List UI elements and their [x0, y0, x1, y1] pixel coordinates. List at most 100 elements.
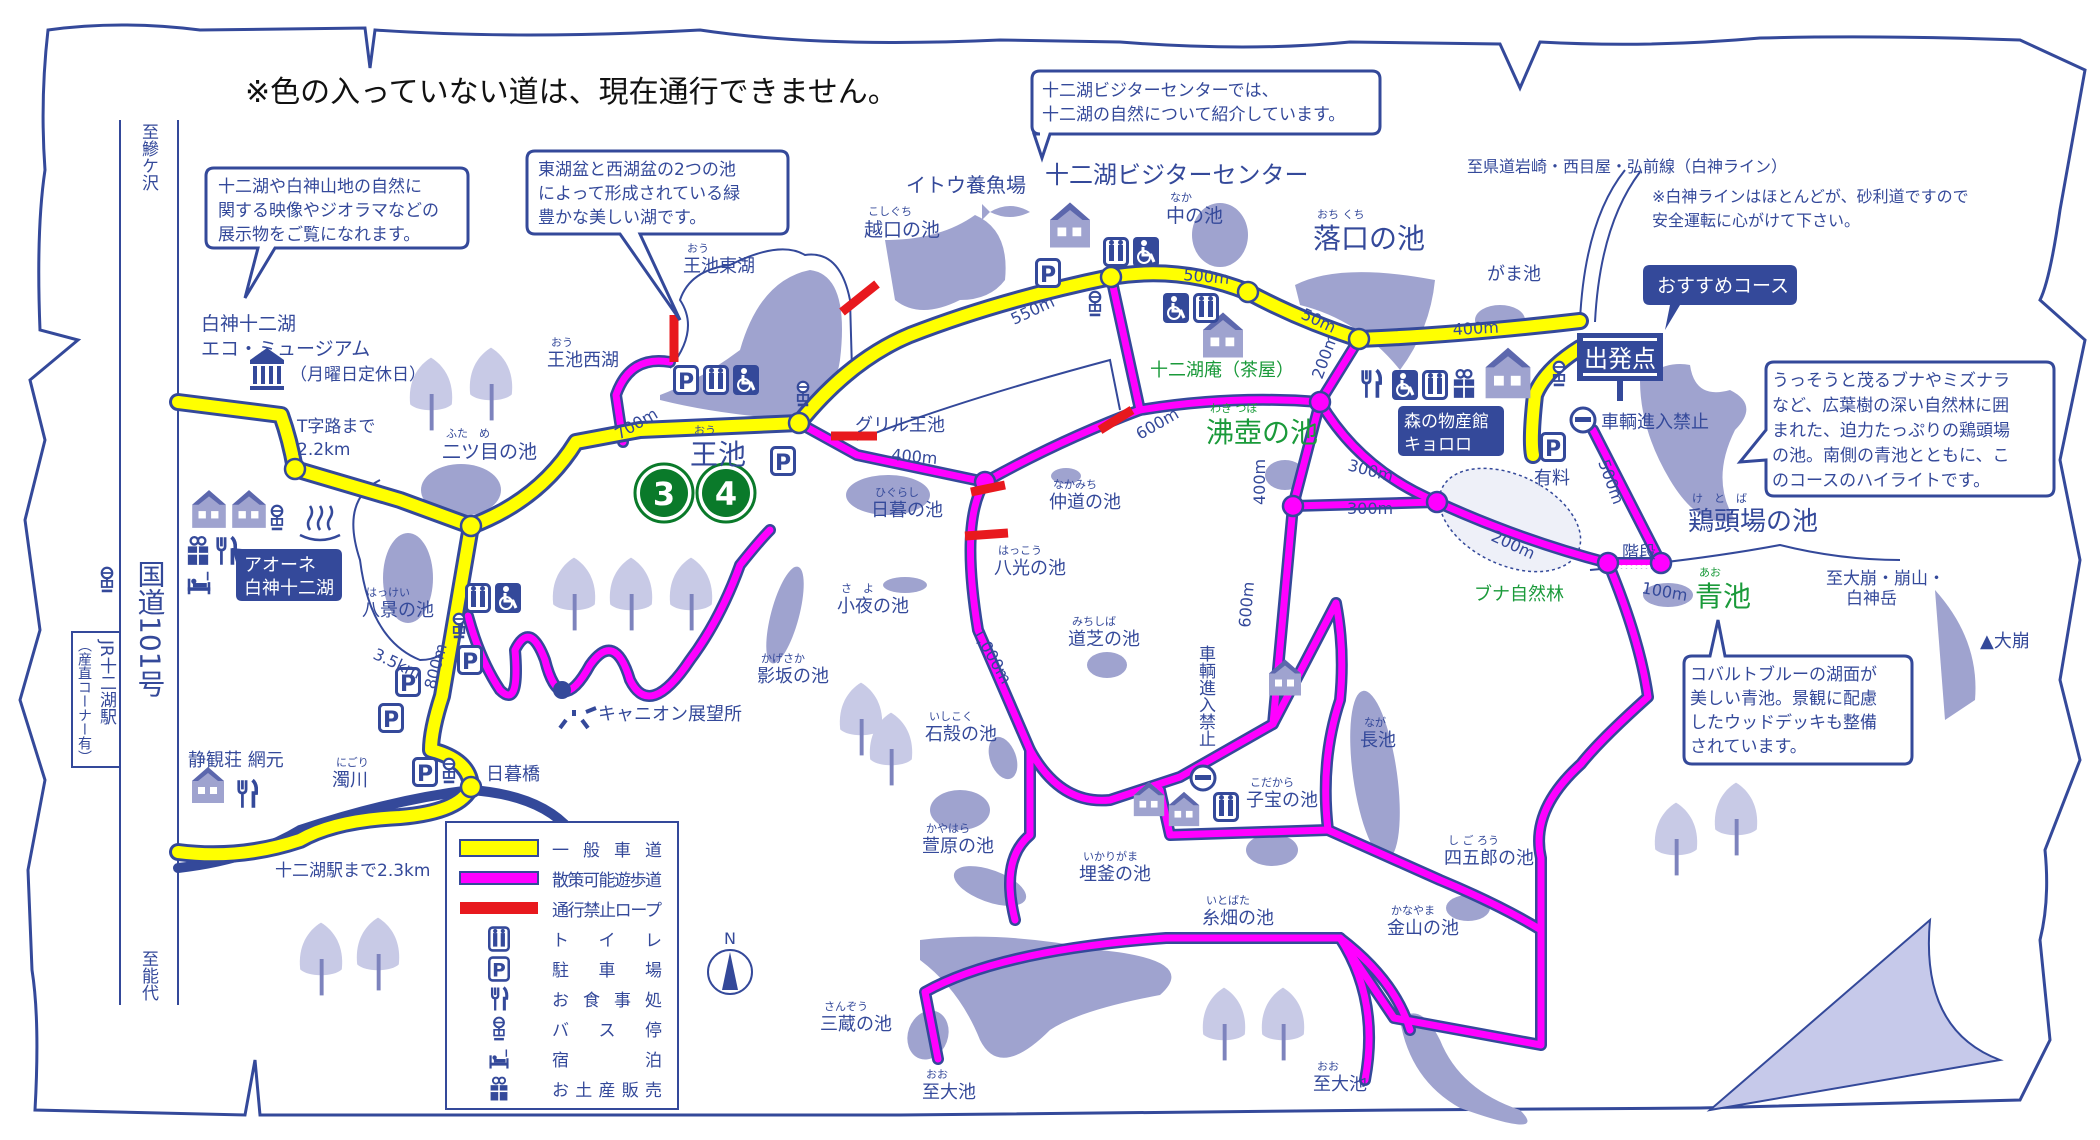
walking-trail — [1156, 599, 1346, 839]
place-label-no-entry: 車輌進入禁止 — [1601, 412, 1709, 433]
badge-4: 4 — [715, 475, 737, 513]
place-label-eco3: （月曜日定休日） — [290, 365, 426, 385]
junction-node — [283, 457, 307, 481]
place-label-nakamichi: 仲道の池 — [1049, 492, 1121, 513]
wheelchair-icon — [495, 583, 521, 613]
place-label-eco2: エコ・ミュージアム — [201, 338, 370, 360]
distance-label: 400m — [1250, 459, 1269, 505]
lake-koshiguchi — [885, 215, 1006, 310]
place-label-kanayama: 金山の池 — [1387, 918, 1459, 939]
place-label-ikarigama: 埋釜の池 — [1079, 864, 1151, 885]
svg-text:コバルトブルーの湖面が美しい青池。景観に配慮したウッドデッキ: コバルトブルーの湖面が美しい青池。景観に配慮したウッドデッキも整備されています。 — [1690, 664, 1877, 757]
road-junctions — [283, 265, 1673, 799]
no-entry-ropes — [669, 280, 1135, 541]
place-label-grill: グリル王池 — [855, 415, 945, 436]
callout-aoike: コバルトブルーの湖面が美しい青池。景観に配慮したウッドデッキも整備されています。 — [1682, 619, 1914, 766]
lake-kayahara — [930, 790, 990, 830]
canyon-viewpoint-icon — [553, 681, 597, 730]
page-curl — [1706, 917, 2004, 1112]
callout-line: の池。南側の青池とともに、こ — [1772, 446, 2010, 466]
callout-line: など、広葉樹の深い自然林に囲 — [1772, 396, 2009, 416]
furigana: なかみち — [1053, 478, 1097, 491]
toilet-icon — [1213, 792, 1239, 822]
lake-kanayama — [1400, 1013, 1528, 1125]
place-label-michishiba: 道芝の池 — [1068, 629, 1140, 650]
compass: N — [707, 929, 753, 995]
place-label-nigori: 濁川 — [332, 770, 368, 791]
gravel-note: 安全運転に心がけて下さい。 — [1652, 211, 1860, 230]
general-road — [1525, 342, 1586, 461]
legend-label: お土産販売 — [552, 1081, 662, 1101]
furigana: ふた め — [446, 427, 490, 440]
walking-trail — [612, 357, 674, 446]
mori-shop-name: キョロロ — [1404, 435, 1472, 455]
parking-icon — [412, 757, 438, 787]
lake-higurashi — [846, 475, 930, 515]
callout-line: されています。 — [1690, 737, 1807, 757]
distance-label: 400m — [1452, 318, 1499, 339]
lake-futatsume — [421, 464, 501, 516]
callout-line: のコースのハイライトです。 — [1772, 471, 1990, 491]
rope-barrier — [970, 480, 1006, 497]
wheelchair-icon — [1392, 370, 1418, 400]
parking-icon — [378, 703, 404, 733]
junction-node — [1347, 327, 1371, 351]
parking-icon — [1540, 432, 1566, 462]
callout-keitoba: うっそうと茂るブナやミズナラなど、広葉樹の深い自然林に囲まれた、迫力たっぷりの鶏… — [1736, 360, 2056, 498]
fish-icon — [982, 204, 1030, 220]
junction-node — [1649, 551, 1673, 575]
svg-text:十二湖ビジターセンターでは、十二湖の自然について紹介していま: 十二湖ビジターセンターでは、十二湖の自然について紹介しています。 — [1042, 81, 1345, 125]
toilet-icon — [465, 583, 491, 613]
lake-ishikoku — [988, 736, 1018, 780]
place-label-oike-higashi: 王池東湖 — [683, 256, 755, 277]
place-label-to-okuzure2: 白神岳 — [1846, 589, 1897, 609]
callout-line: うっそうと茂るブナやミズナラ — [1772, 370, 2010, 391]
wheelchair-icon — [1163, 293, 1189, 323]
walking-trail — [1336, 934, 1414, 1034]
place-label-koshiguchi: 越口の池 — [864, 219, 940, 241]
place-label-visitor: 十二湖ビジターセンター — [1045, 161, 1309, 189]
place-label-eco1: 白神十二湖 — [201, 313, 296, 335]
wheelchair-icon — [1133, 237, 1159, 267]
to-noshiro-label: 至能代 — [138, 950, 159, 1001]
notice-title: ※色の入っていない道は、現在通行できません。 — [245, 75, 898, 110]
junction-node — [1308, 390, 1332, 414]
furigana: かなやま — [1391, 904, 1435, 917]
place-label-keitoba: 鶏頭場の池 — [1688, 507, 1818, 537]
badge-3: 3 — [653, 475, 675, 513]
walking-trail — [921, 559, 1652, 1063]
place-label-aoike: 青池 — [1695, 580, 1751, 613]
magenta-trail-line — [459, 871, 539, 885]
legend-item: 散策可能遊歩道 — [459, 871, 662, 891]
place-label-wakitsubo: 沸壺の池 — [1206, 416, 1318, 449]
museum-icon — [250, 348, 284, 390]
compass-north-label: N — [724, 929, 736, 948]
rope-barrier — [839, 280, 880, 316]
place-label-to-station: 十二湖駅まで2.3km — [275, 861, 430, 881]
lake-kagesaka — [766, 566, 804, 664]
junction-node — [1099, 265, 1123, 289]
no-entry-sign-icon — [1189, 764, 1217, 792]
place-label-seikanso: 静観荘 網元 — [188, 750, 284, 771]
walking-trail — [1324, 826, 1545, 934]
furigana: おち くち — [1317, 208, 1365, 221]
callout-line: 豊かな美しい湖です。 — [538, 208, 706, 228]
place-label-sanzo: 三蔵の池 — [820, 1014, 892, 1035]
legend-label: 通行禁止ロープ — [552, 901, 662, 921]
callout-line: によって形成されている緑 — [538, 184, 740, 204]
lake-aoike — [1643, 583, 1693, 607]
place-label-tdist: 2.2km — [297, 440, 350, 460]
place-label-higurebashi: 日暮橋 — [486, 764, 540, 785]
place-label-oike-nishi: 王池西湖 — [547, 350, 619, 371]
hot-spring-icon — [299, 505, 341, 542]
lake-nagaike — [1350, 690, 1400, 860]
furigana: はっこう — [998, 544, 1042, 557]
gift-shop-icon — [489, 1076, 509, 1102]
junction-node — [1281, 494, 1305, 518]
callout-line: まれた、迫力たっぷりの鶏頭場 — [1772, 421, 2010, 441]
walking-trail — [464, 526, 774, 700]
place-label-naka: 中の池 — [1166, 205, 1223, 227]
facility-icons — [186, 237, 1597, 822]
callout-visitor-center: 十二湖ビジターセンターでは、十二湖の自然について紹介しています。 — [1030, 69, 1382, 163]
